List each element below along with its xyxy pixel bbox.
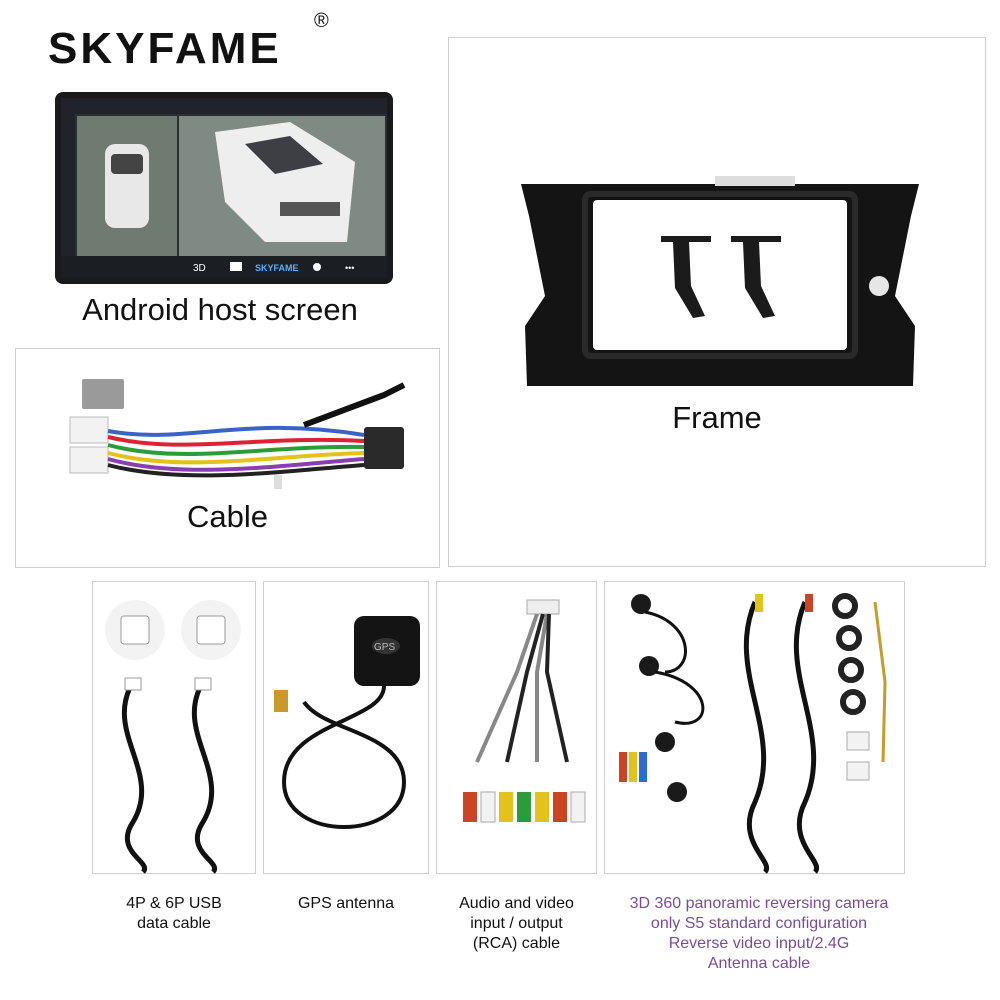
rca-caption: Audio and video input / output (RCA) cab…: [436, 894, 597, 954]
usb-cable-panel: [92, 581, 256, 874]
camera-caption-line2: only S5 standard configuration: [650, 915, 868, 932]
gps-label: GPS: [374, 642, 395, 653]
host-screen-label: Android host screen: [82, 292, 358, 327]
camera-caption-line3: Reverse video input/2.4G: [668, 935, 850, 952]
frame-panel: Frame: [448, 37, 986, 567]
camera-kit-caption: 3D 360 panoramic reversing camera only S…: [604, 894, 914, 974]
camera-caption-line1: 3D 360 panoramic reversing camera: [629, 895, 889, 912]
usb-caption-line2: data cable: [137, 915, 211, 932]
rca-cable-image: [463, 599, 586, 823]
camera-kit-image: [619, 593, 887, 874]
rca-panel: [436, 581, 597, 874]
usb-cable-image: [105, 600, 241, 874]
frame-image: [521, 176, 919, 386]
screen-dots: •••: [345, 263, 354, 273]
screen-brand-text: SKYFAME: [255, 263, 299, 273]
cable-image: [69, 379, 406, 489]
camera-kit-panel: [604, 581, 905, 874]
cable-label: Cable: [187, 499, 268, 534]
rca-caption-line2: input / output: [470, 915, 563, 932]
rca-caption-line3: (RCA) cable: [472, 935, 561, 952]
gps-caption: GPS antenna: [263, 894, 429, 914]
screen-3d-text: 3D: [193, 263, 206, 274]
camera-caption-line4: Antenna cable: [707, 955, 811, 972]
android-host-screen-image: 3D SKYFAME •••: [55, 92, 393, 284]
registered-mark: ®: [314, 10, 329, 32]
brand-logo: SKYFAME: [48, 24, 282, 73]
cable-panel: Cable: [15, 348, 440, 568]
gps-panel: GPS: [263, 581, 429, 874]
usb-caption: 4P & 6P USB data cable: [92, 894, 256, 934]
gps-antenna-image: GPS: [274, 616, 420, 829]
rca-caption-line1: Audio and video: [459, 895, 574, 912]
frame-label: Frame: [672, 400, 762, 435]
gps-caption-line1: GPS antenna: [297, 895, 395, 912]
usb-caption-line1: 4P & 6P USB: [126, 895, 222, 912]
